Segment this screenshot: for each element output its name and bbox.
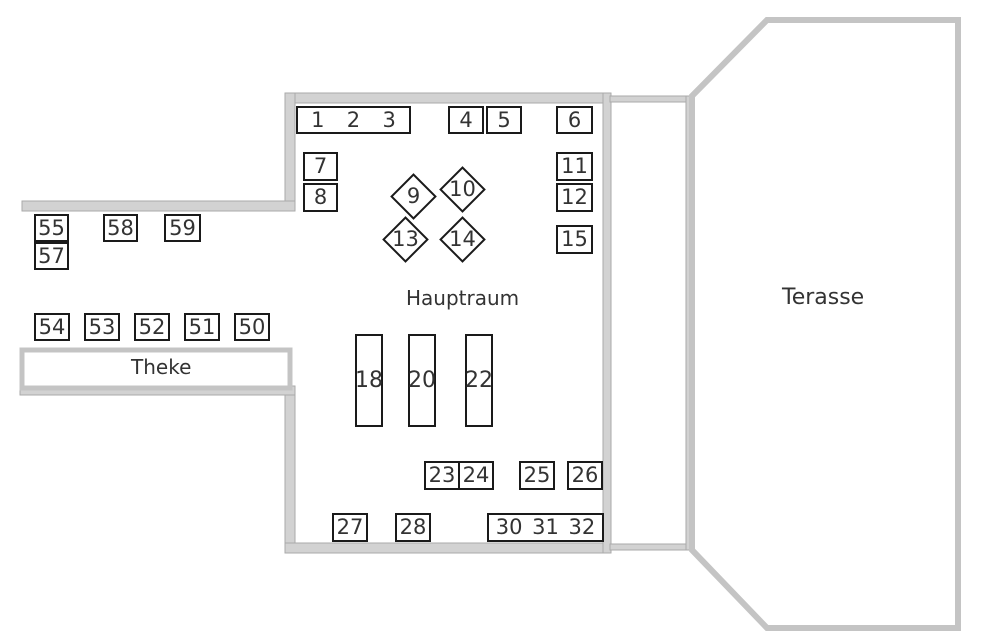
table-57[interactable]: 57	[34, 242, 69, 270]
table-7[interactable]: 7	[303, 152, 338, 181]
table-1[interactable]: 1	[311, 107, 325, 132]
table-15[interactable]: 15	[556, 225, 593, 254]
table-23[interactable]: 23	[424, 461, 460, 490]
table-24[interactable]: 24	[458, 461, 494, 490]
table-14-label: 14	[449, 227, 476, 251]
table-58[interactable]: 58	[103, 214, 138, 242]
counter-outline	[19, 347, 293, 391]
counter-label: Theke	[131, 355, 192, 379]
wall-corridor-bottom	[609, 543, 693, 551]
table-54[interactable]: 54	[34, 313, 70, 341]
table-group-30-32[interactable]: 30 31 32	[487, 513, 604, 542]
table-5[interactable]: 5	[486, 106, 522, 134]
room-label-terrace: Terasse	[782, 285, 865, 310]
table-59[interactable]: 59	[164, 214, 201, 242]
table-26[interactable]: 26	[567, 461, 603, 490]
wall-left-top	[21, 200, 296, 212]
table-53[interactable]: 53	[84, 313, 120, 341]
table-2[interactable]: 2	[346, 107, 361, 132]
table-13-label: 13	[392, 227, 419, 251]
table-30[interactable]: 30	[495, 515, 523, 539]
table-10-label: 10	[449, 177, 476, 201]
wall-main-top	[284, 92, 611, 104]
table-22[interactable]: 22	[465, 334, 493, 427]
wall-main-left-lower	[284, 389, 296, 554]
table-28[interactable]: 28	[395, 513, 431, 542]
wall-main-right	[602, 92, 612, 554]
table-11[interactable]: 11	[556, 152, 593, 181]
table-50[interactable]: 50	[234, 313, 270, 341]
table-52[interactable]: 52	[134, 313, 170, 341]
table-9-label: 9	[406, 184, 421, 208]
table-18[interactable]: 18	[355, 334, 383, 427]
table-27[interactable]: 27	[332, 513, 368, 542]
table-group-1-3[interactable]: 1 2 3	[296, 106, 411, 134]
table-51[interactable]: 51	[184, 313, 220, 341]
table-3[interactable]: 3	[382, 107, 396, 132]
table-4[interactable]: 4	[448, 106, 484, 134]
table-25[interactable]: 25	[519, 461, 555, 490]
terrace-outline	[689, 17, 961, 631]
table-55[interactable]: 55	[34, 214, 69, 242]
wall-main-left-upper	[284, 92, 296, 212]
table-31[interactable]: 31	[532, 515, 559, 539]
table-32[interactable]: 32	[568, 515, 596, 539]
wall-main-bottom	[284, 542, 611, 554]
room-label-main: Hauptraum	[406, 286, 520, 310]
wall-corridor-top	[609, 95, 693, 103]
table-6[interactable]: 6	[556, 106, 593, 134]
table-8[interactable]: 8	[303, 183, 338, 212]
table-20[interactable]: 20	[408, 334, 436, 427]
table-12[interactable]: 12	[556, 183, 593, 212]
